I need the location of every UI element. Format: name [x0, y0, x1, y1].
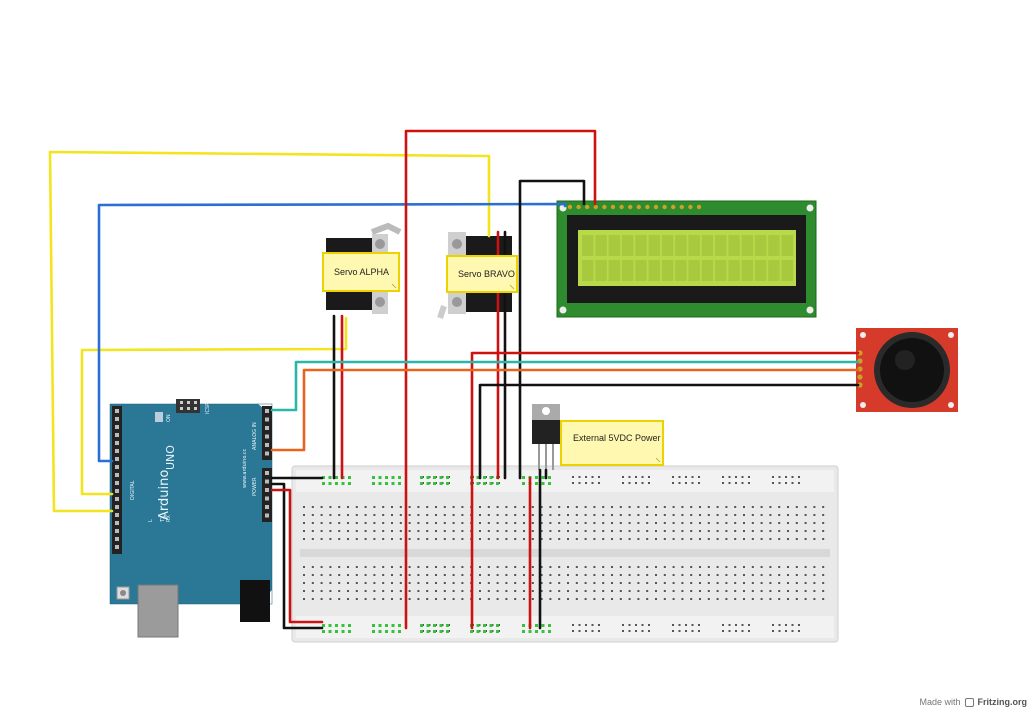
power-label: POWER [252, 477, 258, 496]
arduino-brand: Arduino [157, 470, 172, 520]
digital-label: DIGITAL [130, 480, 136, 500]
note-servo-alpha: Servo ALPHA [322, 252, 400, 292]
red-wire-lcd-vcc [404, 129, 597, 630]
red-wire-joystick-vcc [470, 351, 860, 630]
black-wire-joystick-gnd [478, 383, 860, 480]
power-header [262, 468, 272, 522]
fritzing-logo-icon [964, 697, 974, 707]
digital-header [112, 406, 122, 554]
made-with-footer: Made with Fritzing.org [919, 697, 1027, 707]
tx-label: TX [160, 515, 166, 523]
fritzing-brand: Fritzing.org [977, 697, 1028, 707]
wires [48, 129, 860, 630]
blue-wire-lcd [97, 202, 567, 463]
arduino-url: www.arduino.cc [242, 448, 248, 488]
note-servo-bravo: Servo BRAVO [446, 255, 518, 293]
power-jack [240, 580, 270, 622]
note-servo-alpha-text: Servo ALPHA [334, 267, 389, 277]
teal-wire-joystick-x [270, 360, 860, 412]
analog-header [262, 406, 272, 460]
made-with-label: Made with [919, 697, 961, 707]
arduino-model: UNO [164, 445, 177, 470]
note-external-power: External 5VDC Power [560, 420, 664, 466]
voltage-regulator [532, 404, 560, 470]
analog-label: ANALOG IN [252, 422, 258, 450]
icsp-label: ICSP [205, 403, 211, 414]
breadboard [291, 465, 839, 643]
arduino-uno-board: Arduino UNO www.arduino.cc POWER ANALOG … [109, 399, 273, 638]
rx-label: RX [166, 515, 172, 522]
lcd-display [556, 200, 817, 318]
red-wire-arduino-5v [270, 488, 324, 624]
black-wire-arduino-gnd-bottom [270, 482, 324, 630]
note-servo-bravo-text: Servo BRAVO [458, 269, 515, 279]
l-label: L [148, 519, 154, 522]
black-wire-lcd-gnd [518, 179, 586, 480]
joystick-module [856, 328, 958, 412]
usb-jack [137, 584, 179, 638]
yellow-wire-servo-bravo [48, 150, 491, 513]
note-external-power-text: External 5VDC Power [573, 433, 661, 443]
yellow-wire-servo-alpha [80, 316, 348, 496]
on-label: ON [166, 414, 172, 422]
orange-wire-joystick-y [270, 368, 860, 452]
